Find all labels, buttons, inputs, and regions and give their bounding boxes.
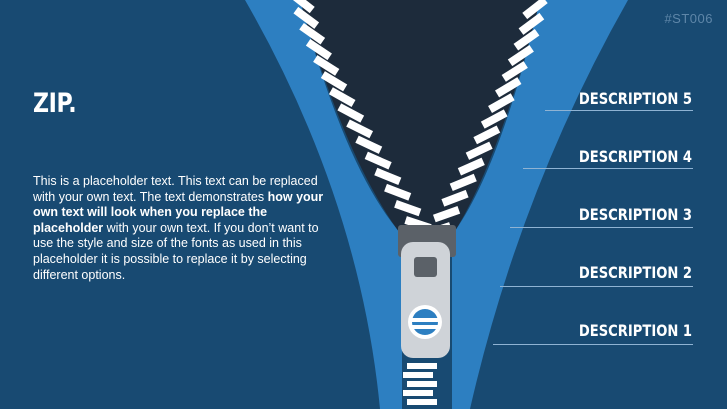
zipper-tooth [488, 93, 515, 114]
zipper-tooth [473, 125, 501, 145]
zipper-teeth-closed [403, 363, 437, 405]
zipper-tape-left [245, 0, 402, 409]
zipper-tooth [457, 157, 485, 176]
zipper-tooth [501, 61, 528, 82]
description-3-line [510, 227, 693, 228]
zipper-opening [300, 0, 540, 236]
paragraph-part-2: with your own text. If you don’t want to… [33, 220, 319, 282]
zipper-tooth [441, 189, 469, 207]
zipper-tooth [518, 12, 545, 35]
slide-code: #ST006 [664, 11, 713, 26]
zipper-tooth [320, 71, 348, 92]
zipper-tooth [346, 119, 374, 139]
description-5: DESCRIPTION 5 [578, 89, 692, 108]
zipper-tooth [407, 399, 437, 405]
zipper-tooth [513, 28, 540, 51]
description-2: DESCRIPTION 2 [578, 263, 692, 282]
zipper-tooth [374, 167, 402, 186]
description-3: DESCRIPTION 3 [578, 205, 692, 224]
zipper-tooth [495, 77, 522, 98]
zipper-tooth [384, 183, 412, 201]
zipper-teeth-right [424, 0, 548, 238]
zipper-tooth [299, 22, 326, 45]
paragraph-bold: how your own text will look when you rep… [33, 189, 324, 235]
slide-title: ZIP. [33, 88, 77, 119]
zipper-tooth [355, 135, 383, 154]
zipper-tooth [522, 0, 548, 20]
zipper-tooth [328, 87, 356, 108]
zipper-tape-right [452, 0, 628, 409]
zipper-slider [398, 225, 456, 358]
placeholder-paragraph: This is a placeholder text. This text ca… [33, 174, 333, 283]
zipper-tooth [403, 390, 433, 396]
zipper-tooth [507, 45, 534, 67]
zipper-tooth [465, 141, 493, 160]
zipper-tooth [364, 151, 392, 170]
zipper-tooth [407, 381, 437, 387]
zipper-tooth [480, 109, 508, 129]
zipper-tooth [449, 173, 477, 192]
zipper-tooth [403, 372, 433, 378]
description-4: DESCRIPTION 4 [578, 147, 692, 166]
zipper-tooth [407, 363, 437, 369]
zipper-tooth [293, 6, 320, 29]
description-1-line [493, 344, 693, 345]
zipper-tooth [289, 0, 315, 14]
paragraph-part-1: This is a placeholder text. This text ca… [33, 174, 318, 204]
description-4-line [523, 168, 693, 169]
zipper-tooth [313, 55, 340, 76]
zipper-tooth [305, 39, 332, 61]
zipper-tooth [432, 206, 461, 223]
zipper-teeth-left [289, 0, 432, 232]
zipper-tooth [394, 200, 422, 217]
description-5-line [545, 110, 693, 111]
description-1: DESCRIPTION 1 [578, 321, 692, 340]
zipper-tooth [337, 103, 365, 123]
description-2-line [500, 286, 693, 287]
